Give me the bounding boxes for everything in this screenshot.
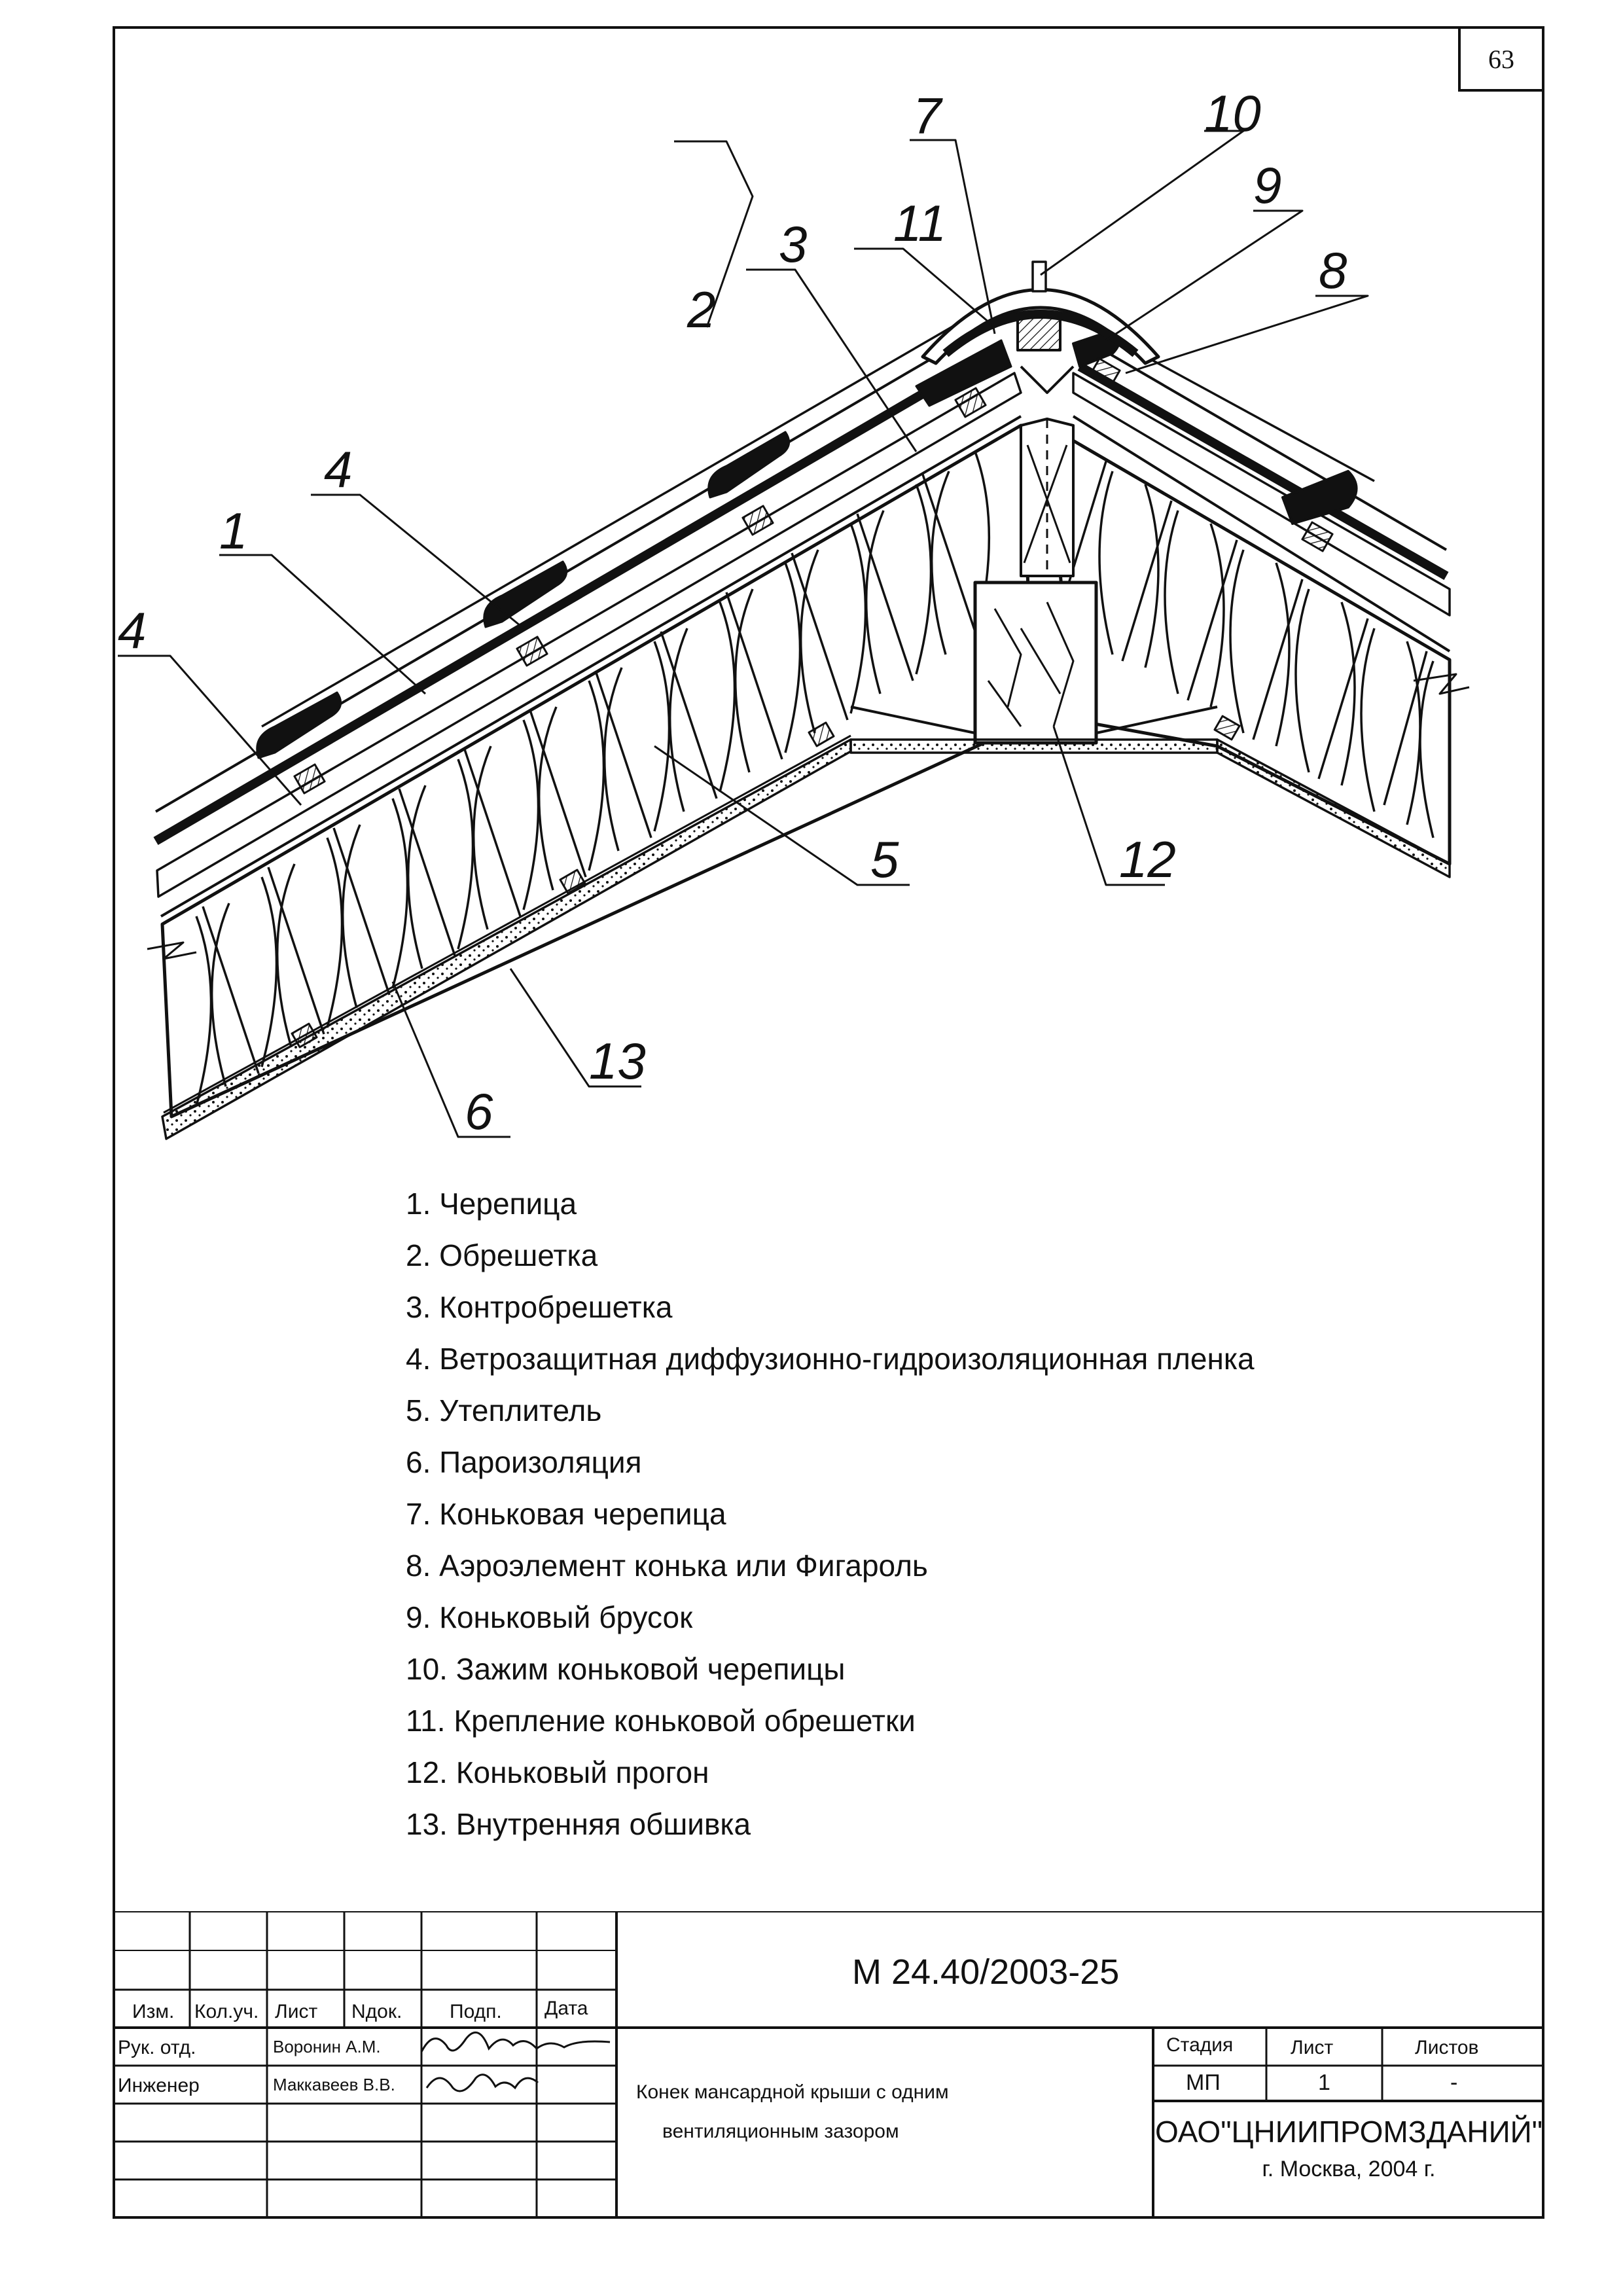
callout-4a: 4: [324, 440, 352, 498]
legend-item: 7. Коньковая черепица: [406, 1497, 726, 1531]
ridge-drawing: 1 2 3 4 4 5 6 7 8 9 10 11 12 13: [118, 84, 1470, 1140]
name-head: Воронин А.М.: [273, 2037, 381, 2056]
city-year: г. Москва, 2004 г.: [1262, 2157, 1436, 2181]
callout-4b: 4: [118, 601, 146, 659]
legend-item: 1. Черепица: [406, 1187, 577, 1221]
header-kol-uch: Кол.уч.: [194, 2001, 259, 2022]
roof-tiles-left: [153, 293, 1012, 846]
callout-2: 2: [687, 281, 715, 338]
callout-11: 11: [893, 194, 946, 252]
header-list: Лист: [275, 2001, 318, 2022]
sheets-value: -: [1450, 2070, 1458, 2095]
header-ndok: Nдок.: [351, 2001, 402, 2022]
title-block-grid: [113, 1911, 1544, 2219]
callout-10: 10: [1204, 84, 1261, 142]
callout-3: 3: [779, 215, 807, 273]
leader-lines: [118, 130, 1369, 1138]
signature-voronin: [420, 2031, 611, 2053]
battens: [291, 357, 1334, 1049]
insulation-left: [160, 423, 1036, 1119]
callout-13: 13: [589, 1032, 646, 1090]
legend-item: 3. Контробрешетка: [406, 1290, 673, 1324]
membrane-right: [1072, 415, 1451, 653]
title-block: М 24.40/2003-25 Изм. Кол.уч. Лист Nдок. …: [113, 1911, 1544, 2219]
name-engineer: Маккавеев В.В.: [273, 2075, 395, 2094]
legend-item: 8. Аэроэлемент конька или Фигароль: [406, 1549, 928, 1583]
sheets-header: Листов: [1415, 2037, 1479, 2058]
callout-8: 8: [1319, 242, 1347, 299]
role-engineer: Инженер: [118, 2075, 200, 2096]
insulation-right: [1045, 423, 1452, 866]
drawing-title-line1: Конек мансардной крыши с одним: [636, 2081, 949, 2103]
sheet-value: 1: [1318, 2070, 1330, 2095]
legend-item: 11. Крепление коньковой обрешетки: [406, 1704, 916, 1738]
legend-item: 13. Внутренняя обшивка: [406, 1807, 751, 1841]
legend-item: 9. Коньковый брусок: [406, 1600, 693, 1634]
signature-makkaveev: [425, 2073, 539, 2092]
stage-header: Стадия: [1166, 2034, 1234, 2056]
header-izm: Изм.: [132, 2001, 175, 2022]
callout-1: 1: [219, 502, 247, 560]
legend-item: 2. Обрешетка: [406, 1238, 598, 1272]
ridge-center-hatch: [1020, 418, 1075, 577]
legend-item: 4. Ветрозащитная диффузионно-гидроизоляц…: [406, 1342, 1255, 1376]
drawing-title-line2: вентиляционным зазором: [662, 2121, 899, 2142]
role-head: Рук. отд.: [118, 2037, 196, 2058]
page-number: 63: [1458, 26, 1544, 92]
callout-9: 9: [1253, 156, 1281, 214]
header-data: Дата: [544, 1998, 588, 2019]
legend-item: 10. Зажим коньковой черепицы: [406, 1652, 846, 1686]
callout-6: 6: [465, 1083, 493, 1140]
document-code: М 24.40/2003-25: [852, 1952, 1120, 1992]
legend-item: 12. Коньковый прогон: [406, 1755, 709, 1789]
break-mark-left: [147, 941, 197, 960]
header-podp: Подп.: [450, 2001, 502, 2022]
callout-7: 7: [913, 87, 943, 145]
callout-5: 5: [870, 831, 899, 888]
sheet-frame: [113, 26, 1544, 2219]
break-mark-right: [1413, 673, 1470, 695]
inner-lining: [161, 738, 1451, 1140]
callouts: 1 2 3 4 4 5 6 7 8 9 10 11 12 13: [118, 84, 1347, 1140]
vapour-barrier: [163, 734, 851, 1114]
legend-item: 5. Утеплитель: [406, 1393, 602, 1427]
ridge-assembly: [921, 260, 1160, 394]
ridge-purlin: [973, 581, 1098, 745]
organization: ОАО"ЦНИИПРОМЗДАНИЙ": [1154, 2115, 1543, 2149]
counter-battens: [156, 372, 1451, 898]
stage-value: МП: [1186, 2070, 1221, 2095]
legend-item: 6. Пароизоляция: [406, 1445, 642, 1479]
sheet-header: Лист: [1291, 2037, 1334, 2058]
callout-12: 12: [1119, 831, 1176, 888]
membrane-left: [160, 415, 1022, 918]
legend: 1. Черепица 2. Обрешетка 3. Контробрешет…: [406, 1178, 1255, 1850]
